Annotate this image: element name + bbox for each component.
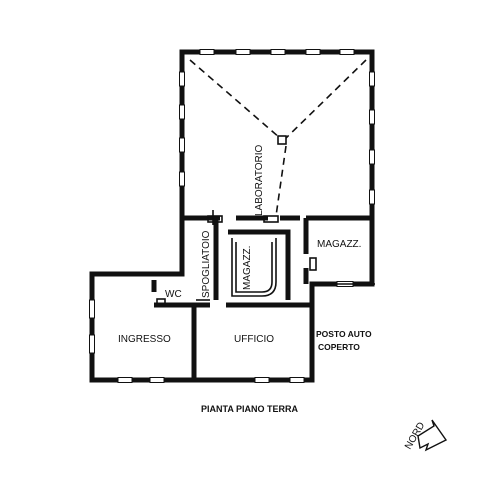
label-magazzino-center: MAGAZZ. — [242, 246, 253, 290]
label-spogliatoio: SPOGLIATOIO — [201, 230, 212, 298]
label-wc: WC — [165, 289, 182, 300]
label-ingresso: INGRESSO — [118, 334, 171, 345]
label-ufficio: UFFICIO — [234, 334, 274, 345]
north-arrow-icon: NORD — [403, 419, 448, 452]
roof-dashed-lines — [189, 59, 367, 217]
interior-details — [156, 210, 317, 306]
label-posto-auto-line1: POSTO AUTO — [316, 329, 372, 339]
plan-title: PIANTA PIANO TERRA — [201, 404, 299, 414]
label-posto-auto-line2: COPERTO — [318, 342, 360, 352]
outer-walls — [89, 49, 375, 383]
label-magazzino-right: MAGAZZ. — [317, 239, 361, 250]
label-laboratorio: LABORATORIO — [254, 144, 265, 216]
inner-walls — [151, 215, 375, 380]
